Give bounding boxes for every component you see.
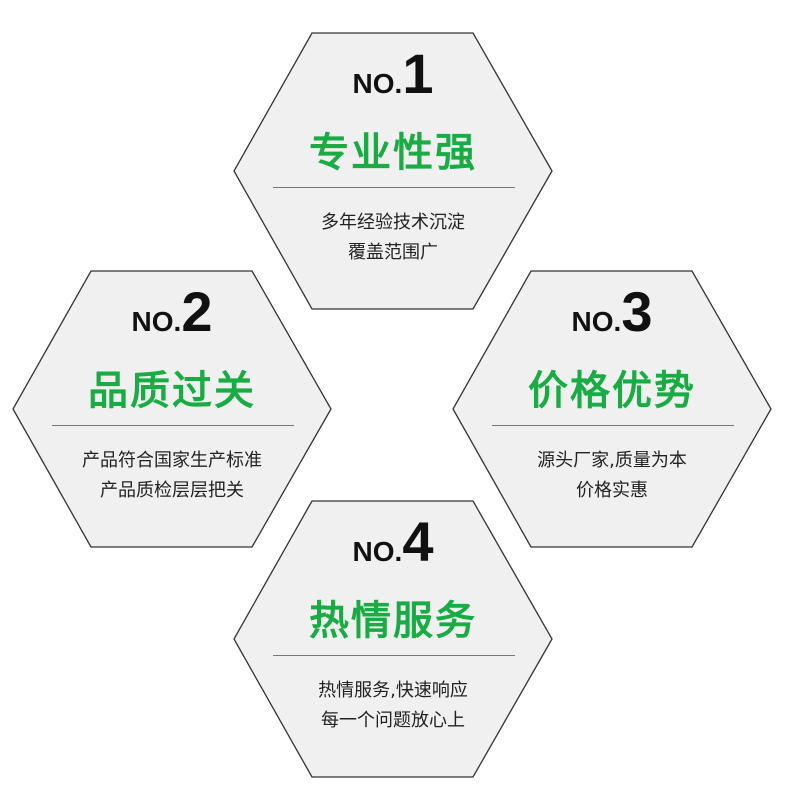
divider: [273, 187, 515, 188]
description-line: 源头厂家,质量为本: [537, 450, 687, 471]
feature-card-price: NO.3 价格优势 源头厂家,质量为本价格实惠: [452, 270, 772, 548]
feature-card-quality: NO.2 品质过关 产品符合国家生产标准产品质检层层把关: [12, 270, 332, 548]
description-line: 价格实惠: [576, 480, 648, 501]
card-number: NO.3: [452, 284, 772, 340]
divider: [52, 425, 294, 426]
card-description: 多年经验技术沉淀覆盖范围广: [233, 208, 553, 268]
card-title: 热情服务: [309, 598, 477, 644]
number-prefix: NO.: [131, 306, 182, 337]
feature-card-professional: NO.1 专业性强 多年经验技术沉淀覆盖范围广: [233, 32, 553, 310]
hexagon-shape: [452, 270, 772, 548]
description-line: 覆盖范围广: [348, 242, 438, 263]
feature-card-service: NO.4 热情服务 热情服务,快速响应每一个问题放心上: [233, 500, 553, 778]
card-number: NO.1: [233, 46, 553, 102]
description-line: 每一个问题放心上: [321, 710, 465, 731]
number-prefix: NO.: [352, 536, 403, 567]
card-title: 品质过关: [88, 368, 256, 414]
hexagon-shape: [12, 270, 332, 548]
number-prefix: NO.: [352, 68, 403, 99]
card-description: 源头厂家,质量为本价格实惠: [452, 446, 772, 506]
description-line: 产品符合国家生产标准: [82, 450, 262, 471]
number-value: 3: [621, 280, 653, 343]
card-title: 价格优势: [528, 368, 696, 414]
divider: [273, 655, 515, 656]
hexagon-shape: [233, 500, 553, 778]
card-number: NO.2: [12, 284, 332, 340]
card-title: 专业性强: [309, 130, 477, 176]
number-value: 1: [402, 42, 434, 105]
number-value: 4: [402, 510, 434, 573]
card-description: 产品符合国家生产标准产品质检层层把关: [12, 446, 332, 506]
card-description: 热情服务,快速响应每一个问题放心上: [233, 676, 553, 736]
description-line: 热情服务,快速响应: [318, 680, 468, 701]
hexagon-shape: [233, 32, 553, 310]
divider: [492, 425, 734, 426]
number-value: 2: [181, 280, 213, 343]
description-line: 多年经验技术沉淀: [321, 212, 465, 233]
card-number: NO.4: [233, 514, 553, 570]
number-prefix: NO.: [571, 306, 622, 337]
description-line: 产品质检层层把关: [100, 480, 244, 501]
